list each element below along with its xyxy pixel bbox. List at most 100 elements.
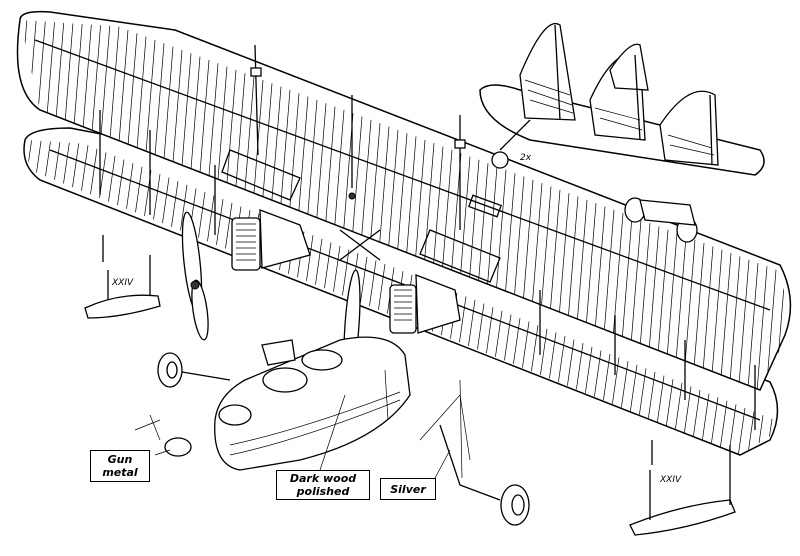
landing-wheel-left [157,352,231,388]
wing-rib [72,20,84,139]
wing-rib [351,116,363,242]
wing-rib [360,119,372,245]
wing-rib [342,113,354,239]
detached-parts [102,44,653,479]
wing-rib [216,66,228,192]
wing-rib [198,59,210,185]
wing-rib [414,139,426,265]
wing-rib [522,179,534,305]
wing-rib [716,400,728,455]
wing-rib [135,36,147,162]
wing-rib [666,233,678,359]
wing-rib [45,20,57,129]
callout-gun-metal-text: Gun metal [102,453,138,479]
multiplier-label: 2x [520,153,532,163]
tail-unit [479,22,765,243]
wing-rib [270,86,282,212]
wing-rib [108,26,120,152]
wing-rib [738,259,750,385]
wing-rib [99,23,111,149]
wing-rib [558,193,570,319]
wing-rib [423,143,435,269]
wing-rib [126,33,138,159]
wing-rib [405,136,417,262]
wing-rib [684,239,696,365]
propeller-left [181,211,209,341]
wing-rib [549,189,561,315]
wing-rib [171,49,183,175]
wing-rib [576,199,588,325]
wing-rib [756,266,768,390]
wing-rib [81,20,93,142]
wing-rib [189,56,201,182]
wing-rib [450,153,462,279]
wing-rib [630,219,642,345]
wing-rib [734,407,746,455]
landing-wheel-right [439,424,530,526]
wing-rib [639,223,651,349]
wing-rib [441,149,453,275]
wing-rib [743,411,755,455]
wing-rib [162,46,174,172]
callout-silver: Silver [380,478,436,500]
upper-wing-ribs [20,20,786,390]
wing-rib [297,96,309,222]
wing-rib [585,203,597,329]
wing-rib [648,226,660,352]
callout-gun-metal: Gun metal [90,450,150,482]
wing-rib [369,123,381,249]
wing-rib [540,186,552,312]
wing-rib [486,166,498,292]
wing-rib [747,263,759,389]
wing-float-right: XXIV [629,445,736,536]
flying-boat-hull [214,336,411,471]
wing-rib [315,103,327,229]
wing-rib [324,106,336,232]
wing-rib [702,246,714,372]
wing-rib [144,39,156,165]
wing-rib [657,229,669,355]
wing-rib [153,43,165,169]
wing-rib [117,29,129,155]
wing-rib [279,89,291,215]
wing-rib [378,126,390,252]
wing-rib [63,20,75,136]
wing-rib [207,63,219,189]
engine-right [389,274,461,334]
fin-left [519,22,576,121]
wing-rib [54,20,66,132]
callout-dark-wood-text: Dark wood polished [289,472,357,498]
callout-dark-wood: Dark wood polished [276,470,370,500]
wing-rib [711,249,723,375]
wing-rib [306,99,318,225]
wing-rib [594,206,606,332]
wing-rib [725,404,737,455]
serial-marking-left: XXIV [111,278,134,288]
wing-rib [477,163,489,289]
wing-rib [333,109,345,235]
wing-rib [90,20,102,145]
wing-rib [693,243,705,369]
wing-rib [468,159,480,285]
wing-rib [729,256,741,382]
serial-marking-right: XXIV [659,475,682,485]
wing-rib [25,140,26,191]
wing-rib [243,76,255,202]
wing-rib [387,129,399,255]
wing-rib [432,146,444,272]
callout-silver-text: Silver [390,482,426,496]
interplane-struts [99,110,756,430]
engine-left [231,209,311,271]
wing-rib [707,397,719,455]
upper-wing [16,10,792,391]
wing-rib [567,196,579,322]
wing-rib [765,269,777,390]
wing-rib [261,83,273,209]
wing-rib [513,176,525,302]
wing-rib [504,173,516,299]
wing-rib [495,169,507,295]
wing-rib [180,53,192,179]
wing-rib [720,253,732,379]
wing-rib [603,209,615,335]
